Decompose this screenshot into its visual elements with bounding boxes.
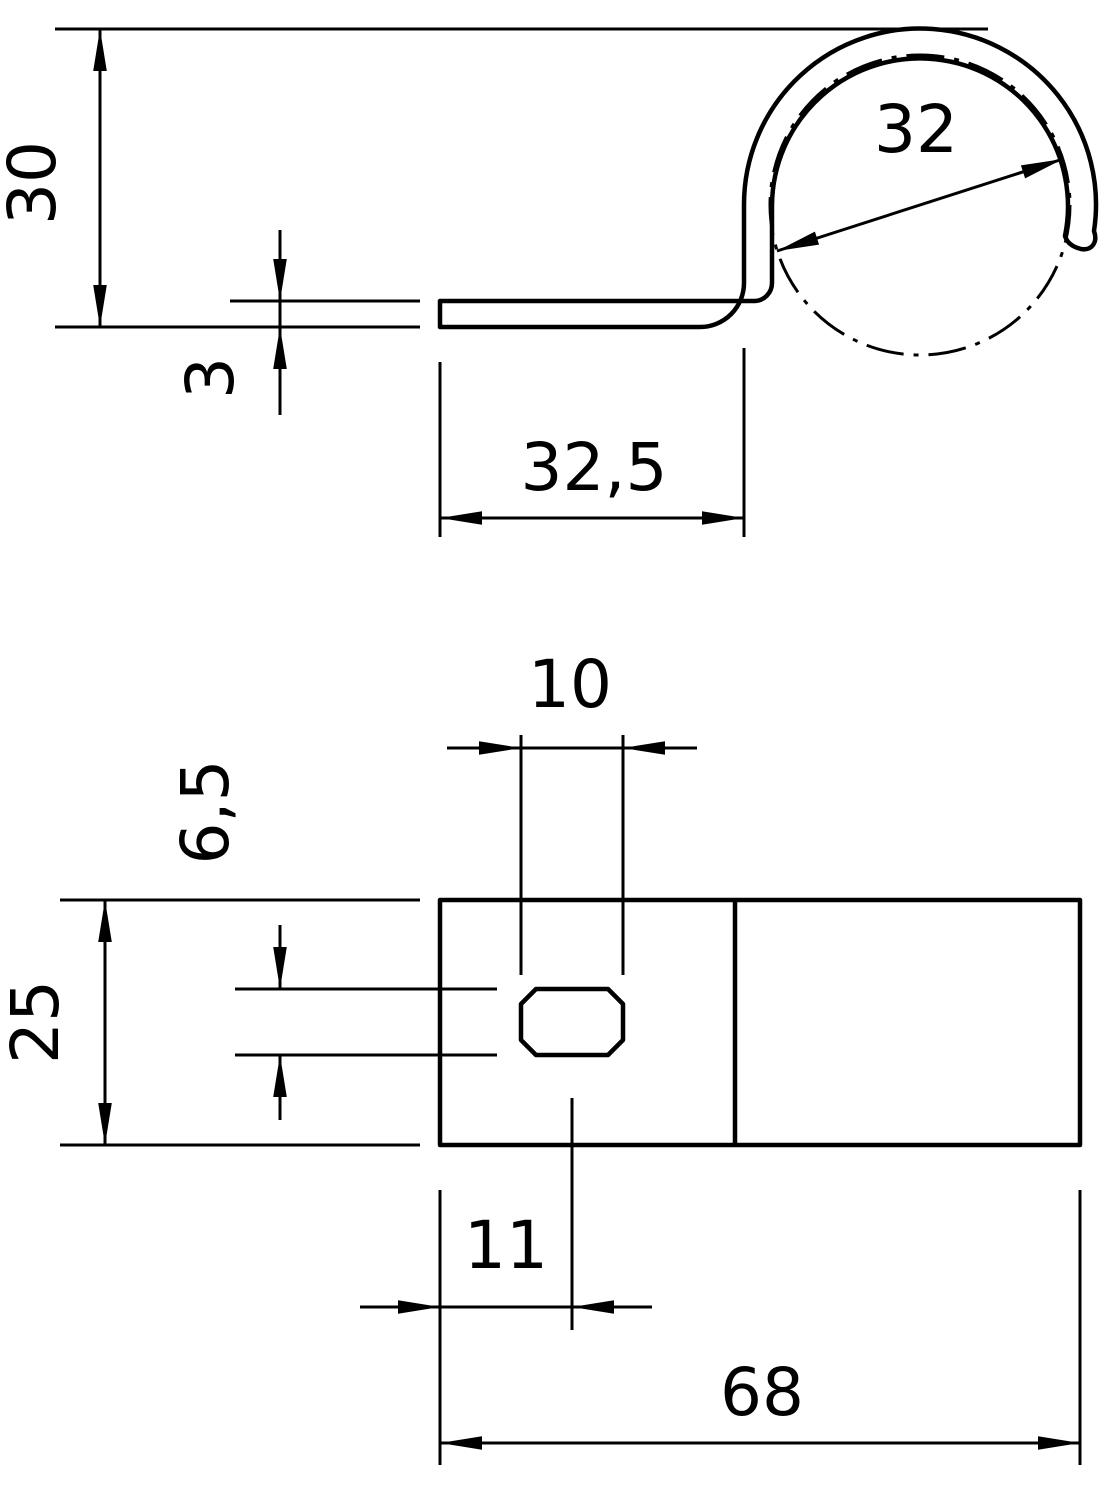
- dim-label-pipe-diameter: 32: [874, 91, 958, 168]
- pipe-centerline-circle: [768, 53, 1072, 357]
- dim-label-clip-height: 30: [0, 141, 71, 225]
- plan-view: 10 6,5 25 11 68: [0, 646, 1083, 1465]
- dim-label-leg-length: 32,5: [521, 429, 668, 506]
- dim-label-overall-length: 68: [720, 1354, 804, 1431]
- dim-label-slot-height: 6,5: [167, 760, 244, 865]
- dimension-line-pipe-diameter: [776, 157, 1064, 253]
- clip-profile: [437, 26, 1099, 330]
- dim-label-strap-width: 25: [0, 980, 74, 1064]
- side-view: 30 3 32 32,5: [0, 26, 1099, 537]
- dim-label-slot-width: 10: [528, 646, 612, 723]
- dim-label-material-thickness: 3: [172, 357, 249, 399]
- mounting-slot: [518, 986, 626, 1058]
- dim-label-slot-offset: 11: [464, 1207, 548, 1284]
